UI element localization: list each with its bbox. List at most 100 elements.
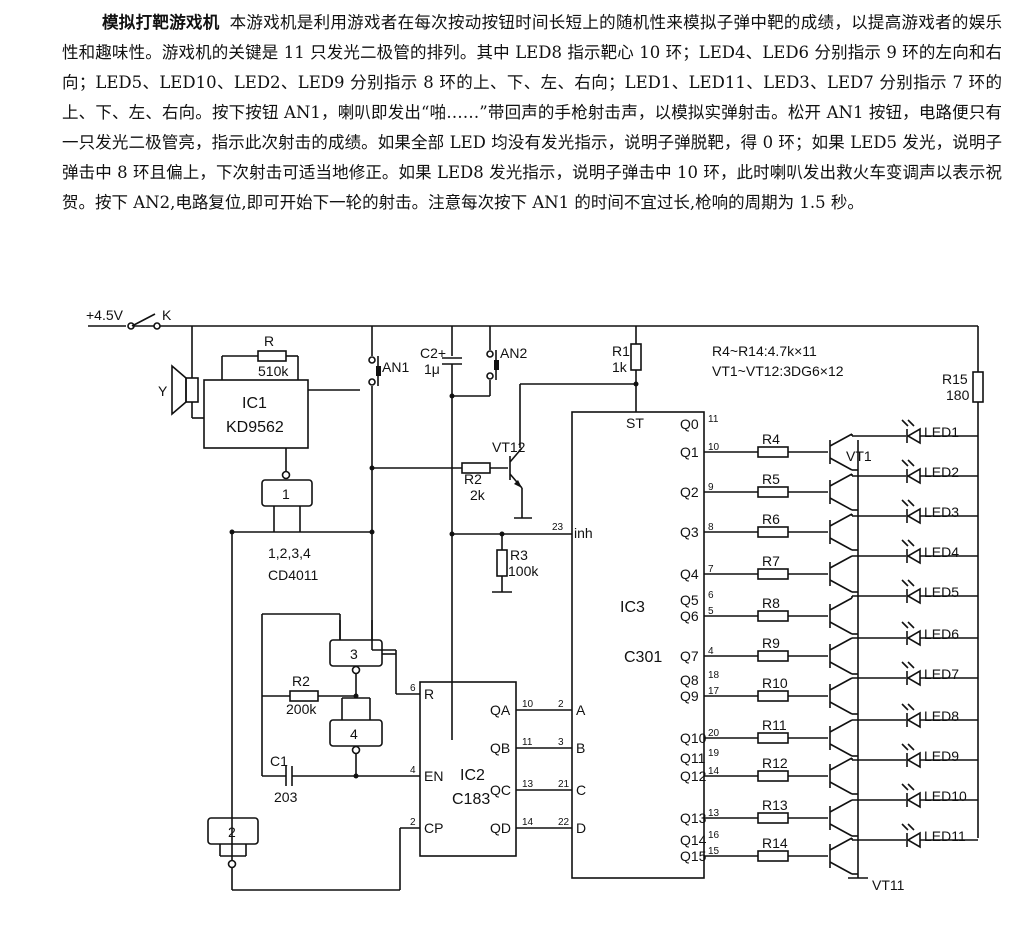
ic3-output-pin-12: 14 xyxy=(708,766,720,777)
resistor-label-6: R10 xyxy=(762,675,788,691)
c2-label: C2+ xyxy=(420,345,446,361)
transistor-collector-4 xyxy=(829,597,853,611)
transistor-collector-0 xyxy=(829,433,853,447)
ic3-in-label-3: D xyxy=(576,820,586,836)
ic2-pin-label-0: R xyxy=(424,686,434,702)
r-label: R xyxy=(264,333,274,349)
ic3-part: C301 xyxy=(624,649,662,666)
supply-label: +4.5V xyxy=(86,307,124,323)
led-ray-a-0 xyxy=(901,419,909,427)
led-ray-b-8 xyxy=(907,743,915,751)
led-label-6: LED6 xyxy=(924,626,959,642)
resistor-label-1: R5 xyxy=(762,471,780,487)
led-ray-b-5 xyxy=(907,621,915,629)
cd4011-pins: 1,2,3,4 xyxy=(268,545,311,561)
resistor-r-510k xyxy=(257,350,287,362)
resistor-label-10: R14 xyxy=(762,835,788,851)
resistor-label-4: R8 xyxy=(762,595,780,611)
resistor-row-5 xyxy=(757,650,789,662)
led-diode-7 xyxy=(906,711,921,729)
note-resistors: R4~R14:4.7k×11 xyxy=(712,343,817,359)
ic3-output-pin-13: 13 xyxy=(708,808,720,819)
resistor-label-3: R7 xyxy=(762,553,780,569)
led-label-1: LED1 xyxy=(924,424,959,440)
ic3-output-12: Q12 xyxy=(680,768,707,784)
transistor-collector-6 xyxy=(829,677,853,691)
ic3-st: ST xyxy=(626,415,644,431)
ic3-name: IC3 xyxy=(620,599,645,616)
ic3-output-pin-4: 7 xyxy=(708,564,714,575)
transistor-emitter-0 xyxy=(829,457,853,471)
r15-value: 180 xyxy=(946,387,970,403)
led-diode-10 xyxy=(906,831,921,849)
transistor-collector-5 xyxy=(829,637,853,651)
ic1-name: IC1 xyxy=(242,395,267,412)
ic3-in-label-0: A xyxy=(576,702,586,718)
led-ray-a-4 xyxy=(901,579,909,587)
ic3-output-0: Q0 xyxy=(680,416,699,432)
ic3-output-6: Q6 xyxy=(680,608,699,624)
led-ray-b-9 xyxy=(907,783,915,791)
led-diode-9 xyxy=(906,791,921,809)
ic3-output-2: Q2 xyxy=(680,484,699,500)
ic2-out-pin-3: 14 xyxy=(522,817,534,828)
ic2-out-label-2: QC xyxy=(490,782,511,798)
ic3-output-8: Q8 xyxy=(680,672,699,688)
resistor-row-6 xyxy=(757,690,789,702)
led-ray-a-2 xyxy=(901,499,909,507)
r1-value: 1k xyxy=(612,359,628,375)
led-label-9: LED9 xyxy=(924,748,959,764)
resistor-label-8: R12 xyxy=(762,755,788,771)
ic2-pin-label-2: CP xyxy=(424,820,443,836)
transistor-collector-9 xyxy=(829,799,853,813)
resistor-row-7 xyxy=(757,732,789,744)
switch-label: K xyxy=(162,307,172,323)
transistor-emitter-1 xyxy=(829,497,853,511)
transistor-emitter-4 xyxy=(829,621,853,635)
ic3-output-15: Q15 xyxy=(680,848,707,864)
ic2-pin-num-1: 4 xyxy=(410,765,416,776)
transistor-collector-1 xyxy=(829,473,853,487)
power-rail xyxy=(127,313,979,372)
resistor-row-2 xyxy=(757,526,789,538)
article-body: 本游戏机是利用游戏者在每次按动按钮时间长短上的随机性来模拟子弹中靶的成绩，以提高… xyxy=(62,13,1003,212)
led-ray-b-1 xyxy=(907,459,915,467)
ic3-inh: inh xyxy=(574,525,593,541)
led-ray-b-7 xyxy=(907,703,915,711)
transistor-emitter-6 xyxy=(829,701,853,715)
article-text: 模拟打靶游戏机本游戏机是利用游戏者在每次按动按钮时间长短上的随机性来模拟子弹中靶… xyxy=(62,8,1002,218)
ic3-output-pin-10: 20 xyxy=(708,728,720,739)
ic3-output-pin-2: 9 xyxy=(708,482,714,493)
resistor-label-5: R9 xyxy=(762,635,780,651)
ic1-part: KD9562 xyxy=(226,419,284,436)
gate-1 xyxy=(261,479,313,507)
led-label-4: LED4 xyxy=(924,544,959,560)
led-label-5: LED5 xyxy=(924,584,959,600)
ic3-in-pin-0: 2 xyxy=(558,699,564,710)
transistor-collector-8 xyxy=(829,757,853,771)
resistor-row-10 xyxy=(757,850,789,862)
ic2-out-pin-0: 10 xyxy=(522,699,534,710)
r2b-value: 200k xyxy=(286,701,317,717)
ic3-output-pin-0: 11 xyxy=(708,414,719,425)
ic2-out-label-0: QA xyxy=(490,702,511,718)
led-label-8: LED8 xyxy=(924,708,959,724)
transistor-collector-3 xyxy=(829,555,853,569)
c2-value: 1μ xyxy=(424,361,440,377)
led-ray-b-2 xyxy=(907,499,915,507)
r1-label: R1 xyxy=(612,343,630,359)
ic2-part: C183 xyxy=(452,791,490,808)
ic3-chip xyxy=(571,411,705,879)
led-diode-6 xyxy=(906,669,921,687)
ic2-pin-label-1: EN xyxy=(424,768,443,784)
led-ray-a-3 xyxy=(901,539,909,547)
ic2-out-label-1: QB xyxy=(490,740,510,756)
gate-3-number: 3 xyxy=(350,646,358,662)
led-ray-a-7 xyxy=(901,703,909,711)
resistor-row-1 xyxy=(757,486,789,498)
ic3-output-pin-3: 8 xyxy=(708,522,714,533)
led-ray-b-6 xyxy=(907,661,915,669)
